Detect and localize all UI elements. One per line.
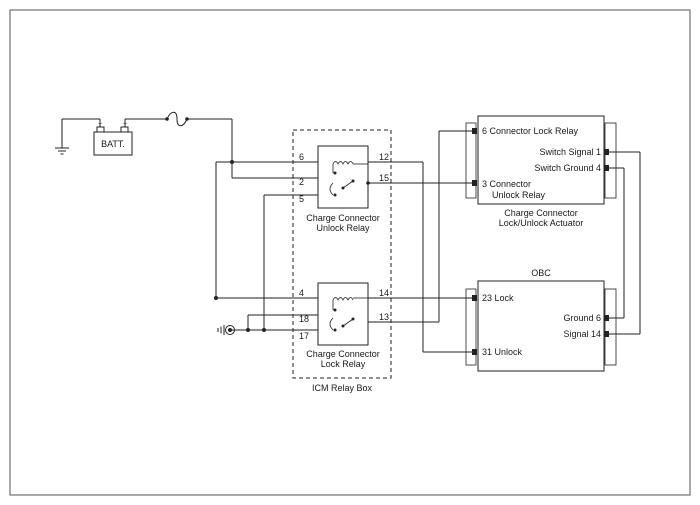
obc-module <box>465 280 617 372</box>
lock-relay-pin-18: 18 <box>299 314 309 324</box>
unlock-relay-pin-5: 5 <box>299 194 304 204</box>
battery-label: BATT. <box>101 139 125 149</box>
actuator-name-line1: Charge Connector <box>504 208 578 218</box>
obc-terminal-unlock: 31 Unlock <box>482 347 523 357</box>
actuator-terminal-unlock-line2: Unlock Relay <box>492 190 546 200</box>
lock-relay-name-line1: Charge Connector <box>306 349 380 359</box>
unlock-relay-name-line1: Charge Connector <box>306 213 380 223</box>
unlock-relay <box>317 145 369 209</box>
right-wiring <box>366 130 641 353</box>
unlock-relay-pin-15: 15 <box>379 173 389 183</box>
left-wiring <box>214 160 318 332</box>
actuator-terminal-lock-relay: 6 Connector Lock Relay <box>482 126 579 136</box>
ground-icon <box>55 119 69 155</box>
actuator-module <box>465 115 617 205</box>
obc-terminal-signal: Signal 14 <box>563 329 601 339</box>
unlock-relay-pin-6: 6 <box>299 152 304 162</box>
chassis-ground-icon <box>217 325 235 335</box>
icm-relay-box <box>292 129 392 379</box>
actuator-terminal-unlock-line1: 3 Connector <box>482 179 531 189</box>
icm-relay-box-label: ICM Relay Box <box>312 383 373 393</box>
obc-terminal-lock: 23 Lock <box>482 293 514 303</box>
obc-terminal-ground: Ground 6 <box>563 313 601 323</box>
battery: BATT. − + <box>93 121 133 156</box>
unlock-relay-pin-12: 12 <box>379 152 389 162</box>
actuator-terminal-switch-signal: Switch Signal 1 <box>539 147 601 157</box>
lock-relay-pin-17: 17 <box>299 331 309 341</box>
lock-relay-pin-13: 13 <box>379 312 389 322</box>
lock-relay-pin-4: 4 <box>299 288 304 298</box>
diagram-frame <box>9 9 691 496</box>
unlock-relay-pin-2: 2 <box>299 177 304 187</box>
lock-relay-pin-14: 14 <box>379 288 389 298</box>
lock-relay <box>317 282 369 346</box>
lock-relay-name-line2: Lock Relay <box>321 359 366 369</box>
actuator-name-line2: Lock/Unlock Actuator <box>499 218 584 228</box>
unlock-relay-name-line2: Unlock Relay <box>316 223 370 233</box>
fuse-icon <box>165 111 189 127</box>
obc-name: OBC <box>531 268 551 278</box>
actuator-terminal-switch-ground: Switch Ground 4 <box>534 163 601 173</box>
